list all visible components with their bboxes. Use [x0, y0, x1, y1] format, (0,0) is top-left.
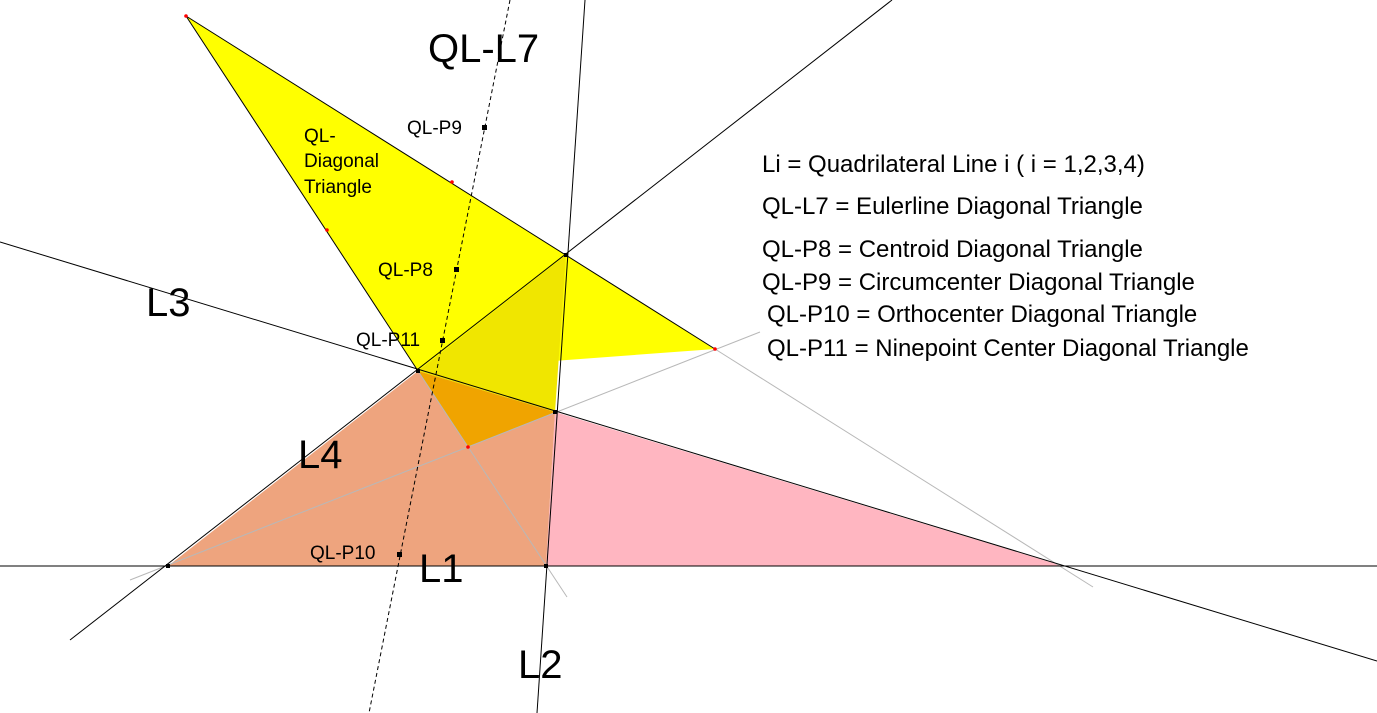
label-p9: QL-P9	[407, 118, 462, 139]
point-p9-marker	[482, 125, 487, 130]
line-diagonal-edge-2	[185, 15, 419, 372]
label-euler-line: QL-L7	[428, 27, 539, 71]
vertex-marker	[166, 564, 170, 568]
vertex-marker	[564, 253, 568, 257]
aux-line-b	[129, 331, 761, 581]
red-marker	[450, 180, 454, 184]
aux-line-a	[417, 370, 568, 598]
orange-overlap-triangle	[418, 371, 555, 447]
legend: Li = Quadrilateral Line i ( i = 1,2,3,4)…	[762, 151, 1249, 362]
label-l4: L4	[298, 433, 343, 477]
red-marker	[184, 14, 188, 18]
vertex-marker	[553, 410, 557, 414]
diagonal-triangle-label-line-3: Triangle	[304, 177, 372, 198]
point-p11-marker	[440, 338, 445, 343]
legend-line: QL-P9 = Circumcenter Diagonal Triangle	[762, 269, 1195, 296]
point-p10-marker	[397, 552, 402, 557]
diagonal-triangle-overlap	[418, 255, 566, 412]
label-l3: L3	[146, 281, 191, 325]
label-l2: L2	[518, 643, 563, 687]
label-p11: QL-P11	[356, 330, 420, 351]
aux-line-c	[714, 348, 1094, 588]
euler-line	[368, 0, 511, 713]
red-marker	[713, 347, 717, 351]
legend-line: QL-P11 = Ninepoint Center Diagonal Trian…	[767, 335, 1249, 362]
red-marker	[466, 445, 470, 449]
label-p10: QL-P10	[310, 543, 375, 564]
legend-line: QL-L7 = Eulerline Diagonal Triangle	[762, 193, 1143, 220]
diagonal-triangle	[186, 16, 715, 371]
legend-line: QL-P10 = Orthocenter Diagonal Triangle	[767, 301, 1197, 328]
label-p8: QL-P8	[378, 260, 433, 281]
pink-triangle	[546, 412, 1063, 566]
line-l2	[536, 0, 586, 713]
legend-line: QL-P8 = Centroid Diagonal Triangle	[762, 236, 1143, 263]
point-p8-marker	[454, 267, 459, 272]
line-l4	[69, 0, 893, 641]
vertex-marker	[416, 369, 420, 373]
red-marker	[325, 228, 329, 232]
legend-line: Li = Quadrilateral Line i ( i = 1,2,3,4)	[762, 151, 1145, 178]
label-l1: L1	[419, 547, 464, 591]
vertex-marker	[544, 564, 548, 568]
diagonal-triangle-label-line-2: Diagonal	[304, 151, 379, 172]
line-l3	[0, 241, 1377, 662]
diagonal-triangle-label-line-1: QL-	[304, 126, 336, 147]
